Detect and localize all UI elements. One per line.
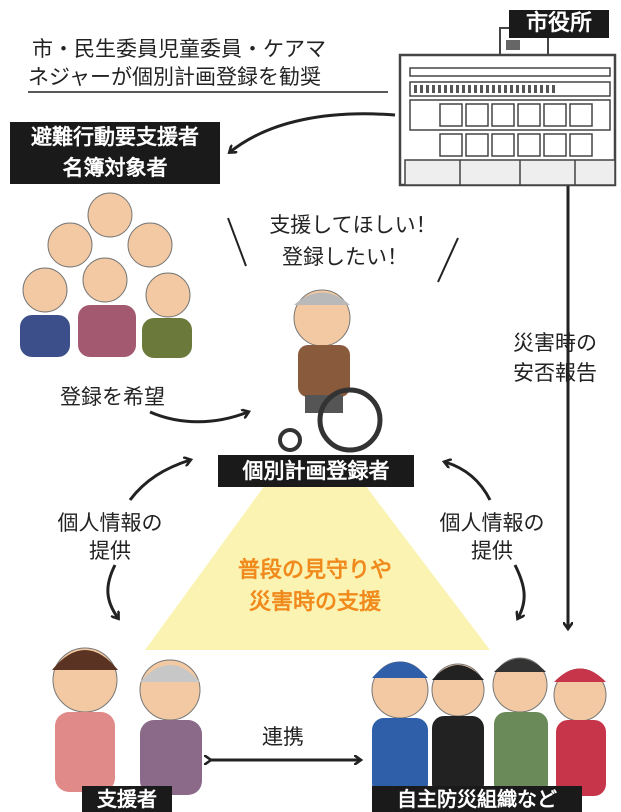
arrow-right-down (513, 564, 526, 618)
speech-line2: 登録したい！ (282, 245, 408, 269)
organization-label: 自主防災組織など (372, 786, 582, 812)
recommend-note-line2: ネジャーが個別計画登録を勧奨 (28, 65, 321, 89)
city-hall-label: 市役所 (509, 10, 609, 38)
support-text-line1: 普段の見守りや (237, 558, 392, 583)
info-left-line2: 提供 (89, 539, 131, 563)
spotlight-triangle (145, 485, 490, 650)
speech-line-right (437, 237, 459, 283)
wheelchair-user-icon (278, 289, 383, 453)
cooperation-label: 連携 (262, 725, 304, 749)
info-right-line2: 提供 (471, 539, 513, 563)
arrow-cityhall-to-target (230, 112, 396, 152)
organization-figures-icon (371, 657, 607, 796)
safety-report-line1: 災害時の (513, 331, 597, 355)
elderly-group-icon (20, 192, 192, 358)
arrow-left-down (106, 564, 118, 618)
speech-line-left (227, 217, 247, 267)
supporter-label: 支援者 (82, 786, 172, 812)
arrow-left-up (128, 460, 190, 501)
registrant-label: 個別計画登録者 (218, 455, 414, 487)
recommend-note-line1: 市・民生委員児童委員・ケアマ (32, 37, 326, 61)
safety-report-line2: 安否報告 (513, 361, 597, 385)
wish-label: 登録を希望 (60, 385, 165, 409)
support-text: 普段の見守りや 災害時の支援 (200, 555, 430, 619)
arrow-wish-to-registrant (149, 412, 248, 424)
info-left-line1: 個人情報の (57, 511, 163, 535)
target-group-line2: 名簿対象者 (62, 156, 168, 180)
speech-line1: 支援してほしい！ (269, 213, 437, 237)
support-text-line2: 災害時の支援 (248, 590, 381, 615)
target-group-line1: 避難行動要支援者 (31, 125, 199, 149)
arrow-right-up (445, 462, 492, 501)
info-right-line1: 個人情報の (439, 511, 545, 535)
target-group-label: 避難行動要支援者 名簿対象者 (10, 122, 220, 184)
supporter-figures-icon (52, 647, 202, 795)
city-hall-building-icon (398, 27, 617, 187)
